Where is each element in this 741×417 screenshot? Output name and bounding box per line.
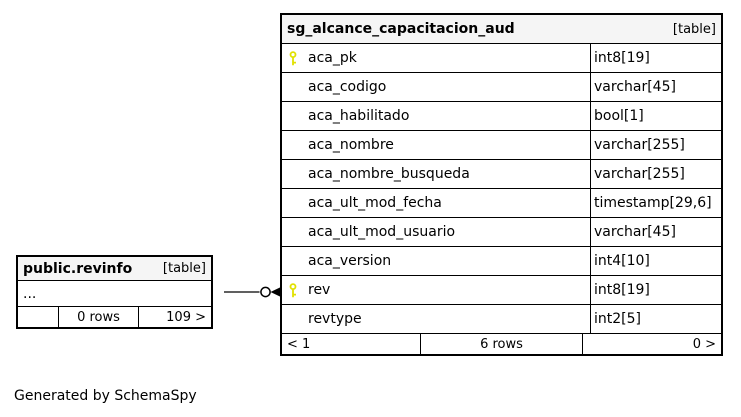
revinfo-footer-rowcount: 0 rows: [59, 307, 139, 327]
column-name: aca_pk: [308, 50, 357, 66]
column-name-cell: aca_codigo: [282, 73, 591, 101]
main-table-footer: < 1 6 rows 0 >: [282, 334, 721, 354]
main-table-box: sg_alcance_capacitacion_aud [table] aca_…: [280, 13, 723, 356]
connector-arrowhead-icon: [270, 286, 282, 298]
column-row: aca_pk int8[19]: [282, 44, 721, 73]
primary-key-slot: [282, 50, 308, 66]
column-row: aca_version int4[10]: [282, 247, 721, 276]
column-row: aca_codigo varchar[45]: [282, 73, 721, 102]
column-type: varchar[255]: [594, 166, 685, 182]
column-type: varchar[45]: [594, 79, 676, 95]
column-row: revtype int2[5]: [282, 305, 721, 334]
column-name: rev: [308, 282, 331, 298]
column-type: timestamp[29,6]: [594, 195, 712, 211]
generated-by-note: Generated by SchemaSpy: [14, 388, 197, 404]
connector-circle: [260, 286, 271, 298]
primary-key-icon: [289, 282, 297, 297]
column-name-cell: aca_nombre: [282, 131, 591, 159]
primary-key-icon: [289, 50, 297, 65]
column-type: varchar[255]: [594, 137, 685, 153]
column-type: int8[19]: [594, 50, 650, 66]
main-table-tag: [table]: [672, 21, 716, 37]
column-type: varchar[45]: [594, 224, 676, 240]
revinfo-table-title[interactable]: public.revinfo: [23, 260, 133, 277]
main-table-rows: aca_pk int8[19] aca_codigo varchar[45] aca_h…: [282, 44, 721, 334]
column-row: rev int8[19]: [282, 276, 721, 305]
column-name: aca_version: [308, 253, 392, 269]
main-footer-children-count: < 1: [282, 334, 421, 354]
column-name: revtype: [308, 311, 362, 327]
ellipsis-label: ...: [23, 285, 37, 302]
column-name: aca_nombre: [308, 137, 394, 153]
column-row: aca_ult_mod_fecha timestamp[29,6]: [282, 189, 721, 218]
main-table-title[interactable]: sg_alcance_capacitacion_aud: [287, 21, 515, 37]
column-name: aca_nombre_busqueda: [308, 166, 470, 182]
column-name: aca_ult_mod_fecha: [308, 195, 442, 211]
column-row: aca_nombre varchar[255]: [282, 131, 721, 160]
revinfo-table-footer: 0 rows 109 >: [18, 307, 211, 327]
column-name-cell: aca_version: [282, 247, 591, 275]
column-name: aca_codigo: [308, 79, 387, 95]
column-row: aca_habilitado bool[1]: [282, 102, 721, 131]
column-type: int8[19]: [594, 282, 650, 298]
column-row: aca_nombre_busqueda varchar[255]: [282, 160, 721, 189]
column-row: aca_ult_mod_usuario varchar[45]: [282, 218, 721, 247]
revinfo-footer-right: 109 >: [166, 309, 206, 325]
column-name: aca_ult_mod_usuario: [308, 224, 456, 240]
column-name: aca_habilitado: [308, 108, 410, 124]
revinfo-table-tag: [table]: [162, 261, 206, 276]
column-name-cell: aca_nombre_busqueda: [282, 160, 591, 188]
column-name-cell: aca_habilitado: [282, 102, 591, 130]
revinfo-collapsed-columns-row: ...: [18, 281, 211, 307]
main-footer-parents-count: 0 >: [692, 336, 716, 352]
revinfo-footer-left: [18, 307, 59, 327]
column-name-cell: rev: [282, 276, 591, 304]
column-name-cell: aca_ult_mod_usuario: [282, 218, 591, 246]
column-name-cell: revtype: [282, 305, 591, 333]
column-name-cell: aca_pk: [282, 44, 591, 72]
column-name-cell: aca_ult_mod_fecha: [282, 189, 591, 217]
column-type: int4[10]: [594, 253, 650, 269]
column-type: bool[1]: [594, 108, 644, 124]
main-table-header: sg_alcance_capacitacion_aud [table]: [282, 15, 721, 44]
column-type: int2[5]: [594, 311, 641, 327]
revinfo-table-header: public.revinfo [table]: [18, 257, 211, 281]
main-footer-rowcount: 6 rows: [421, 334, 583, 354]
relationship-connector: [224, 286, 282, 298]
primary-key-slot: [282, 282, 308, 298]
revinfo-table-box: public.revinfo [table] ... 0 rows 109 >: [16, 255, 213, 329]
